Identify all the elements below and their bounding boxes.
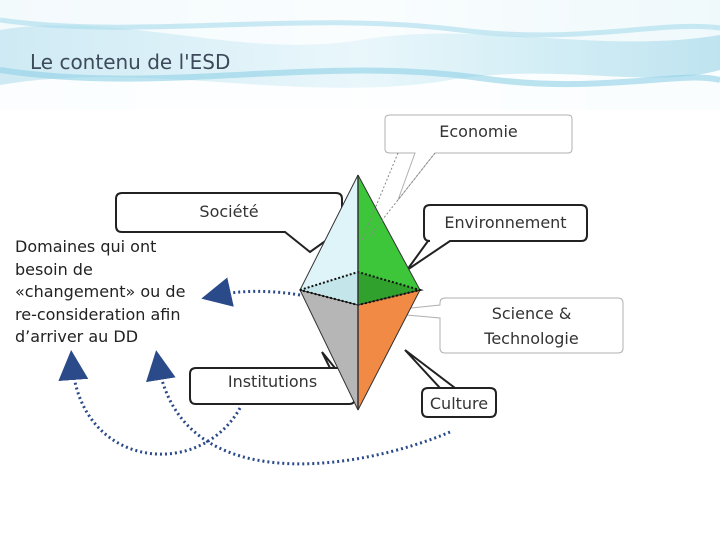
arrow-to-side-note <box>201 277 301 307</box>
label-societe: Société <box>199 202 259 221</box>
callout-science <box>371 297 624 354</box>
mid-left-face <box>300 272 358 305</box>
mid-right-face <box>358 272 420 305</box>
label-science-line2: Technologie <box>484 329 579 348</box>
label-environnement: Environnement <box>444 213 567 232</box>
pyramid-dotted-edge <box>299 270 424 307</box>
header-banner <box>0 0 720 110</box>
label-economie: Economie <box>439 122 518 141</box>
bottom-right-face <box>357 289 421 411</box>
page-title: Le contenu de l'ESD <box>30 50 231 74</box>
label-institutions: Institutions <box>227 372 318 391</box>
arrow-from-institutions <box>58 350 242 456</box>
callout-culture <box>404 349 497 418</box>
label-science-line1: Science & <box>491 304 572 323</box>
arrow-from-culture <box>146 350 451 466</box>
side-note: Domaines qui ont besoin de «changement» … <box>15 237 186 346</box>
label-culture: Culture <box>429 394 489 413</box>
callout-environnement <box>406 204 588 271</box>
